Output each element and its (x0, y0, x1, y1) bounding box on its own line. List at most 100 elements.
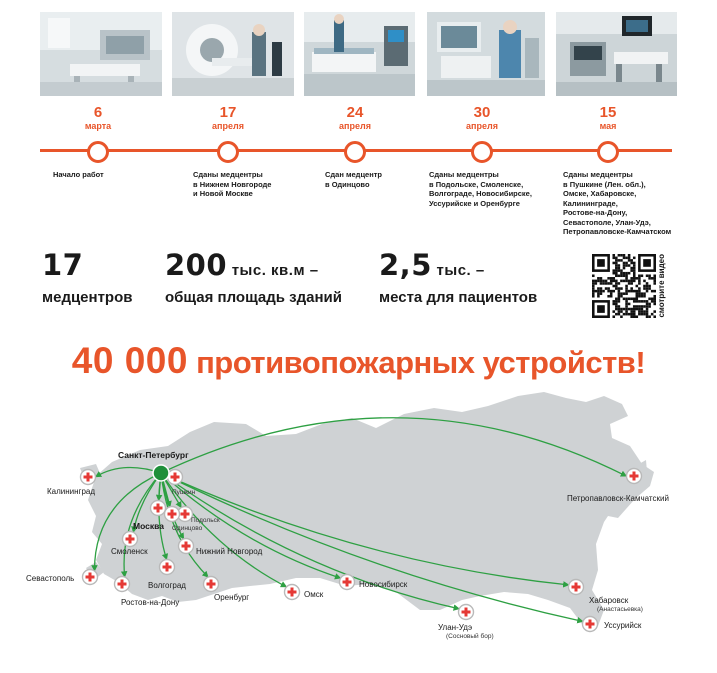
city-label-orenburg: Оренбург (214, 593, 249, 602)
photo-strip (0, 0, 717, 96)
city-label-nnovgorod: Нижний Новгород (196, 547, 263, 556)
city-label-smolensk: Смоленск (111, 547, 148, 556)
medical-room-photo-1 (40, 12, 162, 96)
timeline-day: 6 (93, 104, 103, 121)
route-arrows (91, 417, 628, 624)
city-markers: ПушкинКалининградМоскваПодольскОдинцовоС… (26, 450, 669, 640)
timeline-month: апреля (466, 121, 498, 131)
hospital-cross-icon (457, 603, 475, 621)
timeline-day: 24 (346, 104, 364, 121)
city-label-kamchatka: Петропавловск-Камчатский (567, 494, 669, 503)
hospital-cross-icon (149, 499, 167, 517)
ct-scanner-photo (172, 12, 294, 96)
timeline-description: Начало работ (53, 170, 104, 179)
timeline-month: марта (84, 121, 112, 131)
timeline-marker (597, 141, 619, 163)
route-rostov (120, 472, 162, 578)
hospital-cross-icon (166, 468, 184, 486)
headline-number: 40 000 (71, 340, 188, 381)
city-label-ulanude: Улан-Удэ (438, 623, 472, 632)
route-ulanude (160, 472, 460, 611)
stat-area: 200 тыс. кв.м – общая площадь зданий (165, 250, 342, 308)
stat-number: 200 (165, 248, 228, 282)
timeline-day: 15 (599, 104, 617, 121)
route-ussuriysk (160, 472, 584, 624)
city-sublabel-khabarovsk: (Анастасьевка) (597, 606, 643, 613)
city-label-volgograd: Волгоград (148, 581, 186, 590)
route-volgograd (158, 472, 169, 561)
qr-caption: смотрите видео (656, 254, 670, 318)
origin-marker (152, 464, 170, 482)
hospital-cross-icon (113, 575, 131, 593)
headline-text: противопожарных устройств! (187, 345, 646, 380)
hospital-cross-icon (581, 615, 599, 633)
stat-medcenters: 17 медцентров (42, 250, 132, 308)
timeline-item: 6 марта Начало работ (23, 96, 173, 180)
city-label-moscow: Москва (133, 521, 164, 531)
timeline-description: Сданы медцентры в Подольске, Смоленске, … (429, 170, 532, 208)
timeline-month: мая (599, 121, 617, 131)
city-label-kaliningrad: Калининград (47, 487, 95, 496)
city-label-odintsovo: Одинцово (172, 525, 203, 532)
qr-caption-text: смотрите видео (657, 254, 666, 318)
route-novosibirsk (160, 472, 342, 580)
timeline-marker (87, 141, 109, 163)
headline: 40 000 противопожарных устройств! (0, 340, 717, 382)
route-orenburg (160, 472, 209, 578)
city-label-podolsk: Подольск (191, 517, 220, 524)
city-label-ussuriysk: Уссурийск (604, 621, 642, 630)
city-label-pushkin: Пушкин (172, 489, 196, 496)
stat-label: медцентров (42, 289, 133, 306)
timeline-item: 24 апреля Сдан медцентр в Одинцово (280, 96, 430, 189)
stat-beds: 2,5 тыс. – места для пациентов (379, 250, 537, 308)
hospital-cross-icon (202, 575, 220, 593)
timeline-day: 30 (473, 104, 491, 121)
timeline-marker (217, 141, 239, 163)
timeline-item: 15 мая Сданы медцентры в Пушкине (Лен. о… (533, 96, 683, 237)
timeline-description: Сдан медцентр в Одинцово (325, 170, 383, 189)
russia-landmass (80, 392, 654, 626)
city-label-omsk: Омск (304, 590, 324, 599)
hospital-cross-icon (79, 468, 97, 486)
route-khabarovsk (160, 472, 570, 588)
route-omsk (160, 472, 288, 588)
timeline-description: Сданы медцентры в Нижнем Новгороде и Нов… (193, 170, 272, 198)
route-sevastopol (91, 472, 162, 572)
operating-room-photo (556, 12, 677, 96)
hospital-cross-icon (177, 537, 195, 555)
stats-row: 17 медцентров 200 тыс. кв.м – общая площ… (0, 250, 717, 328)
hospital-cross-icon (121, 530, 139, 548)
stat-number: 17 (42, 248, 84, 282)
city-label-khabarovsk: Хабаровск (589, 596, 629, 605)
city-sublabel-ulanude: (Сосновый бор) (446, 632, 494, 640)
stat-unit: тыс. кв.м – (227, 262, 319, 279)
hospital-cross-icon (81, 568, 99, 586)
hospital-cross-icon (625, 467, 643, 485)
equipment-photo (427, 12, 545, 96)
hospital-cross-icon (338, 573, 356, 591)
ward-bed-photo (304, 12, 415, 96)
city-label-rostov: Ростов-на-Дону (121, 598, 179, 607)
stat-number: 2,5 (379, 248, 432, 282)
timeline-marker (344, 141, 366, 163)
city-label-sevastopol: Севастополь (26, 574, 74, 583)
timeline-marker (471, 141, 493, 163)
timeline-description: Сданы медцентры в Пушкине (Лен. обл.), О… (563, 170, 672, 236)
timeline-day: 17 (219, 104, 237, 121)
hospital-cross-icon (158, 558, 176, 576)
timeline-month: апреля (212, 121, 244, 131)
stat-unit: тыс. – (431, 262, 485, 279)
hospital-cross-icon (567, 578, 585, 596)
stat-label: общая площадь зданий (165, 289, 342, 306)
hospital-cross-icon (163, 505, 181, 523)
route-kamchatka (160, 417, 628, 477)
hospital-cross-icon (283, 583, 301, 601)
city-label-origin: Санкт-Петербург (118, 450, 189, 460)
timeline-item: 17 апреля Сданы медцентры в Нижнем Новго… (153, 96, 303, 199)
city-label-novosibirsk: Новосибирск (359, 580, 408, 589)
stat-label: места для пациентов (379, 289, 538, 306)
timeline-item: 30 апреля Сданы медцентры в Подольске, С… (407, 96, 557, 208)
timeline-month: апреля (339, 121, 371, 131)
qr-code[interactable] (592, 254, 656, 318)
